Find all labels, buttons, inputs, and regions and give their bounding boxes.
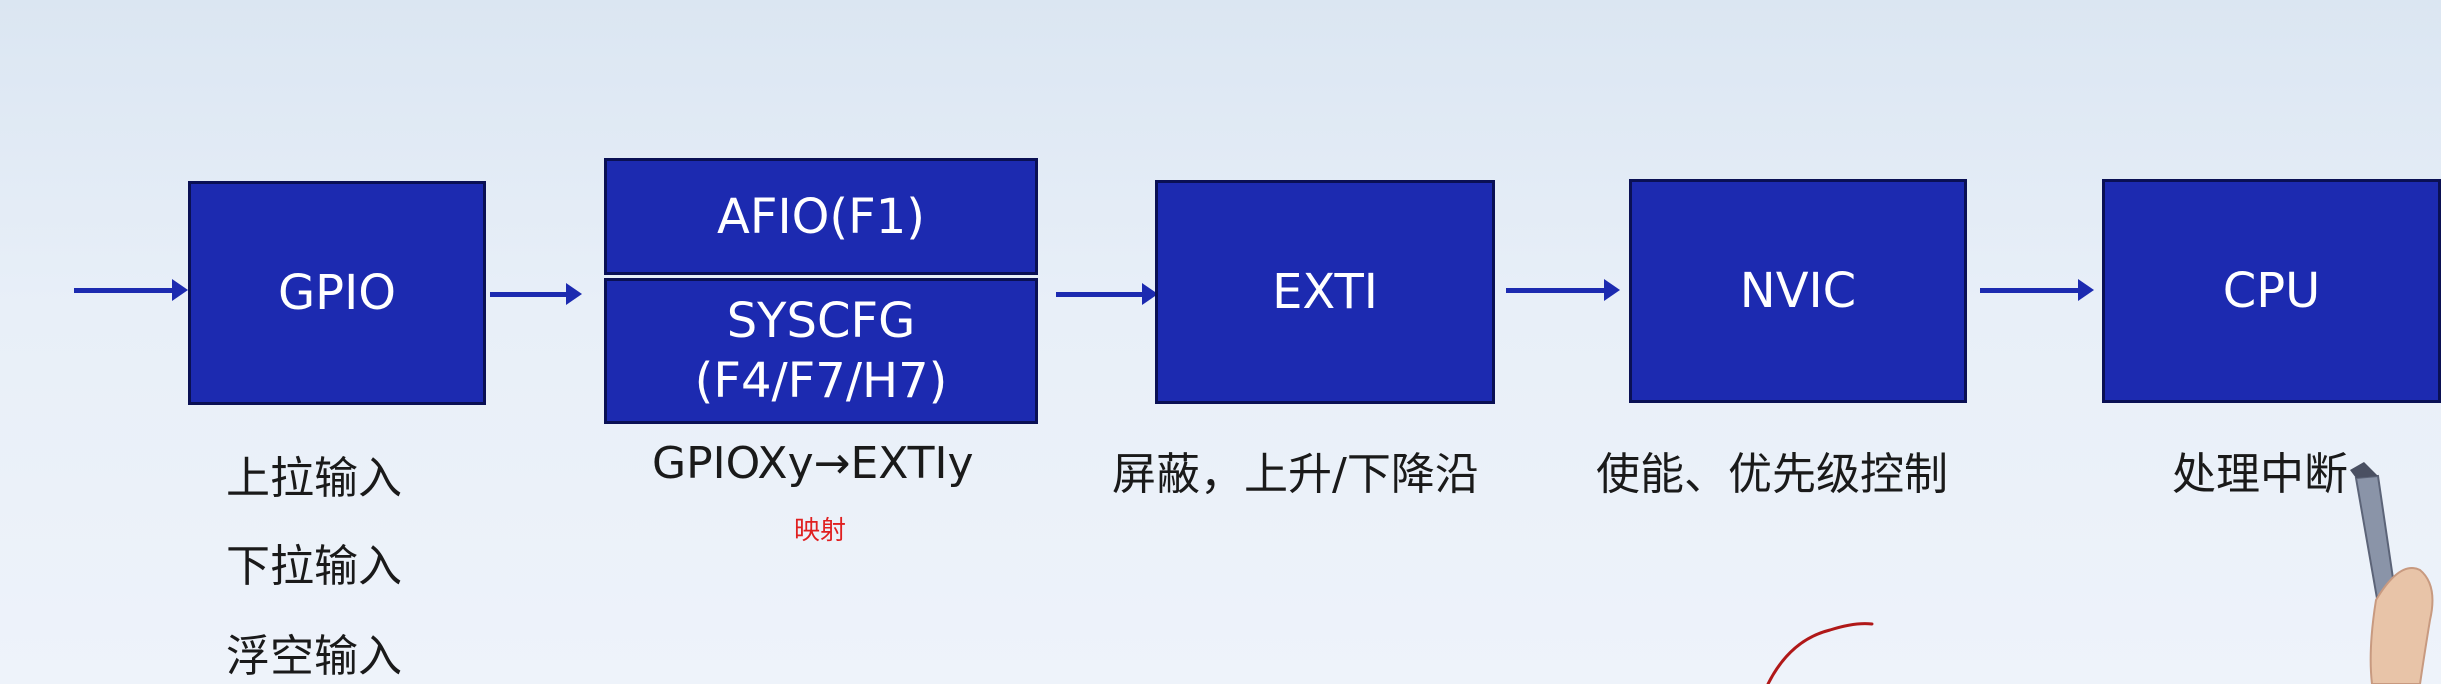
afio-label: AFIO(F1) xyxy=(717,188,925,245)
syscfg-label-line1: SYSCFG xyxy=(726,293,916,349)
exti-label: EXTI xyxy=(1272,264,1378,320)
cpu-label: CPU xyxy=(2222,263,2321,319)
gpio-mode-pullup: 上拉输入 xyxy=(226,453,402,504)
gpio-mode-pulldown: 下拉输入 xyxy=(226,541,402,592)
arrow-exti-to-nvic xyxy=(1506,279,1620,301)
afio-box: AFIO(F1) xyxy=(604,158,1038,275)
arrow-afio-to-exti xyxy=(1056,283,1158,305)
exti-caption: 屏蔽，上升/下降沿 xyxy=(1112,449,1479,500)
exti-box: EXTI xyxy=(1155,180,1495,404)
gpio-label: GPIO xyxy=(277,265,397,321)
arrow-gpio-to-afio xyxy=(490,283,582,305)
gpio-mode-floating: 浮空输入 xyxy=(226,631,402,682)
cpu-caption: 处理中断 xyxy=(2172,449,2348,500)
pen-icon xyxy=(2350,462,2434,684)
gpio-box: GPIO xyxy=(188,181,486,405)
annotation-stroke xyxy=(1766,622,1874,684)
arrow-input-to-gpio xyxy=(74,279,188,301)
nvic-label: NVIC xyxy=(1739,263,1857,319)
afio-mapping-note: 映射 xyxy=(794,516,847,546)
nvic-caption: 使能、优先级控制 xyxy=(1596,449,1948,500)
cpu-box: CPU xyxy=(2102,179,2441,403)
nvic-box: NVIC xyxy=(1629,179,1967,403)
syscfg-box: SYSCFG (F4/F7/H7) xyxy=(604,278,1038,424)
syscfg-label-line2: (F4/F7/H7) xyxy=(694,353,948,409)
arrow-nvic-to-cpu xyxy=(1980,279,2094,301)
afio-mapping-caption: GPIOXy→EXTIy xyxy=(652,438,974,489)
